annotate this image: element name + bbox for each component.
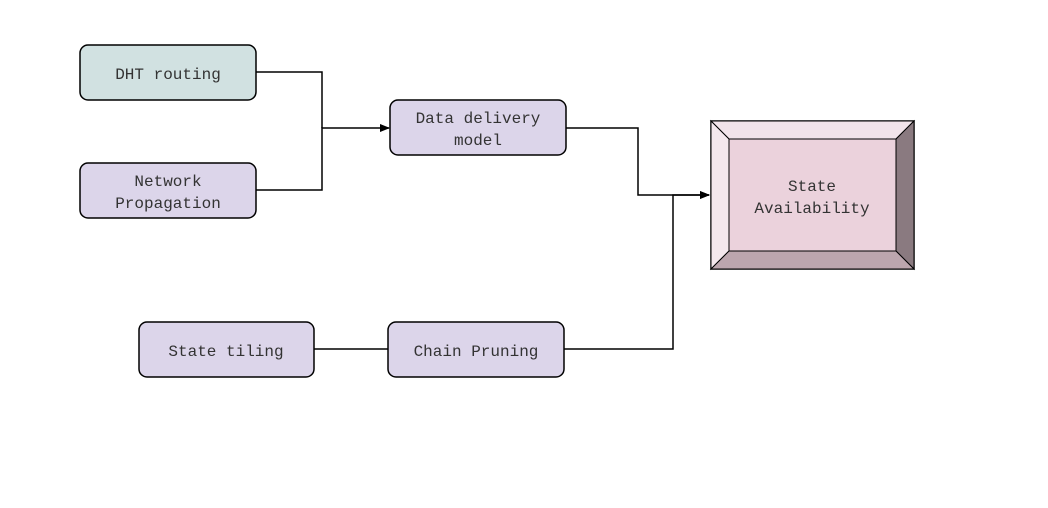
- edge-dht-routing-to-data-delivery: [256, 71, 323, 128]
- node-data-delivery-label-line1: Data delivery: [416, 110, 541, 128]
- node-data-delivery-model: Data delivery model: [389, 99, 567, 156]
- node-state-availability: State Availability: [709, 119, 916, 271]
- node-state-tiling: State tiling: [138, 321, 315, 378]
- node-dht-routing-label: DHT routing: [115, 66, 221, 84]
- edge-network-propagation-to-data-delivery: [256, 124, 390, 191]
- bevel-right: [895, 119, 915, 271]
- node-state-tiling-label: State tiling: [168, 343, 283, 361]
- edge-chain-pruning-to-state-availability: [564, 191, 710, 350]
- node-data-delivery-label-line2: model: [454, 132, 502, 150]
- bevel-bottom: [709, 250, 916, 270]
- bevel-top: [709, 120, 916, 140]
- node-state-availability-label-line1: State: [788, 178, 836, 196]
- node-network-propagation-label-line1: Network: [134, 173, 201, 191]
- node-network-propagation-label-line2: Propagation: [115, 195, 221, 213]
- node-network-propagation: Network Propagation: [79, 162, 257, 219]
- edge-data-delivery-to-state-availability: [566, 127, 710, 199]
- node-state-availability-label-line2: Availability: [754, 200, 870, 218]
- node-dht-routing: DHT routing: [79, 44, 257, 101]
- node-chain-pruning: Chain Pruning: [387, 321, 565, 378]
- bevel-left: [710, 119, 730, 271]
- node-chain-pruning-label: Chain Pruning: [414, 343, 539, 361]
- edges: [256, 71, 710, 350]
